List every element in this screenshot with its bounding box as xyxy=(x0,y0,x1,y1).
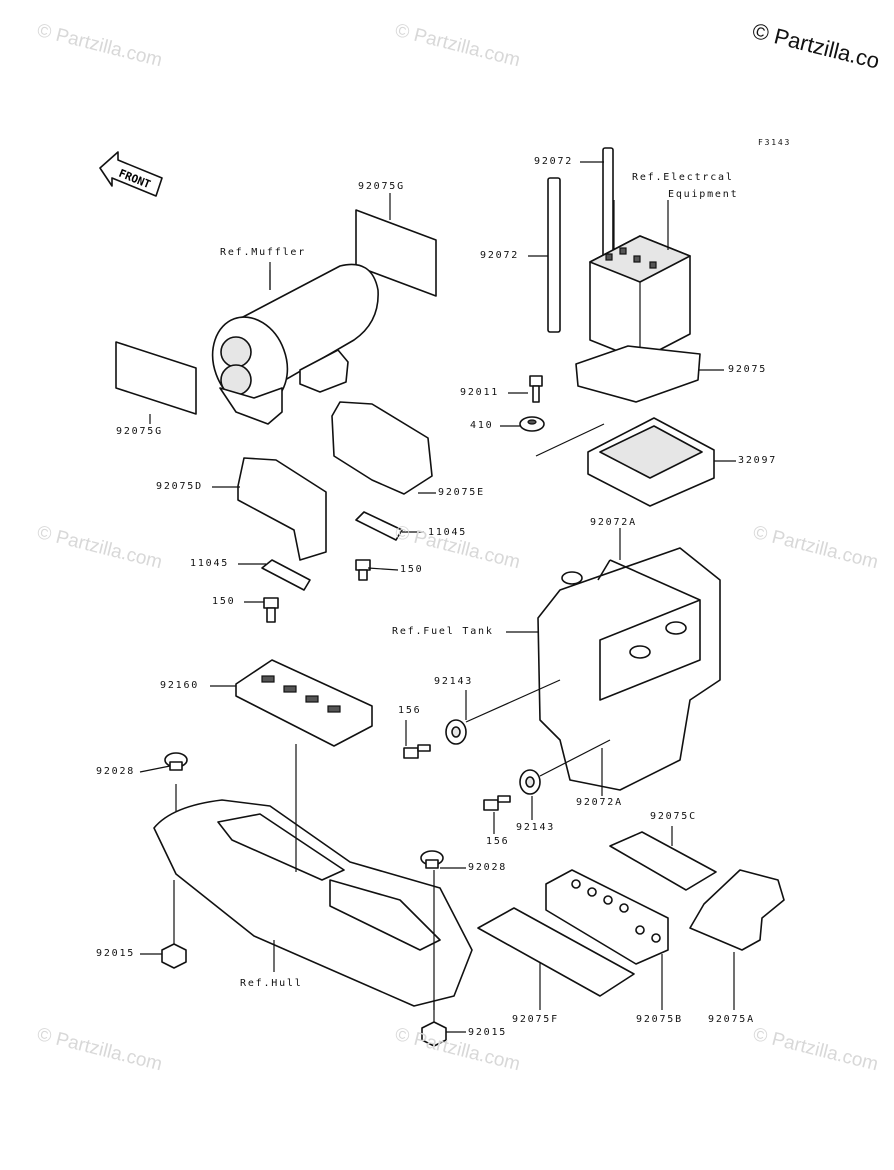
bracket-92075A xyxy=(689,869,785,951)
label-92028-right: 92028 xyxy=(468,862,508,873)
grommet-92143-top xyxy=(445,719,467,745)
label-ref-electrical-2: Equipment xyxy=(668,189,739,200)
label-92075A: 92075A xyxy=(708,1014,755,1025)
label-92072A-bottom: 92072A xyxy=(576,797,623,808)
label-92075: 92075 xyxy=(728,364,768,375)
cap-92028-right xyxy=(420,850,444,869)
label-150-right: 150 xyxy=(400,564,424,575)
label-92075G-left: 92075G xyxy=(116,426,163,437)
bolt-150-left xyxy=(263,597,279,623)
label-92072-left: 92072 xyxy=(480,250,520,261)
bolt-156-top xyxy=(403,744,431,759)
pad-92075G-top xyxy=(355,209,437,297)
label-150-left: 150 xyxy=(212,596,236,607)
label-92072-top: 92072 xyxy=(534,156,574,167)
label-92015-bottom: 92015 xyxy=(468,1027,508,1038)
label-156-top: 156 xyxy=(398,705,422,716)
pad-92075G-left xyxy=(115,341,197,415)
bolt-92011 xyxy=(529,375,543,403)
label-ref-muffler: Ref.Muffler xyxy=(220,247,307,258)
tray-32097 xyxy=(587,417,715,507)
grate-92160 xyxy=(235,659,373,747)
mat-92075 xyxy=(575,345,701,403)
grommet-92143-bottom xyxy=(519,769,541,795)
label-92143-bottom: 92143 xyxy=(516,822,556,833)
label-92028-left: 92028 xyxy=(96,766,136,777)
pad-92075F xyxy=(477,907,635,997)
nut-92015-left xyxy=(161,943,187,969)
plate-92075B xyxy=(545,869,669,965)
figure-code: F3143 xyxy=(758,138,792,147)
bracket-92075D xyxy=(237,457,327,561)
label-410: 410 xyxy=(470,420,494,431)
label-ref-hull: Ref.Hull xyxy=(240,978,303,989)
hull-drawing xyxy=(153,799,473,1007)
leader-lines xyxy=(139,161,736,1033)
front-arrow-icon: FRONT xyxy=(99,151,163,197)
label-11045-left: 11045 xyxy=(190,558,230,569)
label-ref-electrical-1: Ref.Electrcal xyxy=(632,172,734,183)
pad-92075C xyxy=(609,831,717,891)
label-92075C: 92075C xyxy=(650,811,697,822)
label-92072A-top: 92072A xyxy=(590,517,637,528)
label-92075F: 92075F xyxy=(512,1014,559,1025)
battery-drawing xyxy=(589,235,691,361)
label-92160: 92160 xyxy=(160,680,200,691)
plate-11045-left xyxy=(261,559,311,591)
label-11045-right: 11045 xyxy=(428,527,468,538)
cap-92028-left xyxy=(164,752,188,771)
label-92075D: 92075D xyxy=(156,481,203,492)
muffler-drawing xyxy=(211,263,379,425)
fuel-tank-drawing xyxy=(537,547,721,791)
label-ref-fuel-tank: Ref.Fuel Tank xyxy=(392,626,494,637)
label-92143-top: 92143 xyxy=(434,676,474,687)
label-92075G-top: 92075G xyxy=(358,181,405,192)
label-92015-left: 92015 xyxy=(96,948,136,959)
bolt-150-right xyxy=(355,559,371,581)
label-92075E: 92075E xyxy=(438,487,485,498)
plate-11045-right xyxy=(355,511,403,541)
strap-92072-top xyxy=(602,147,614,261)
label-92075B: 92075B xyxy=(636,1014,683,1025)
strap-92072-left xyxy=(547,177,561,333)
label-156-bottom: 156 xyxy=(486,836,510,847)
bracket-92075E xyxy=(331,401,433,495)
label-32097: 32097 xyxy=(738,455,778,466)
bolt-156-bottom xyxy=(483,795,511,811)
label-92011: 92011 xyxy=(460,387,500,398)
